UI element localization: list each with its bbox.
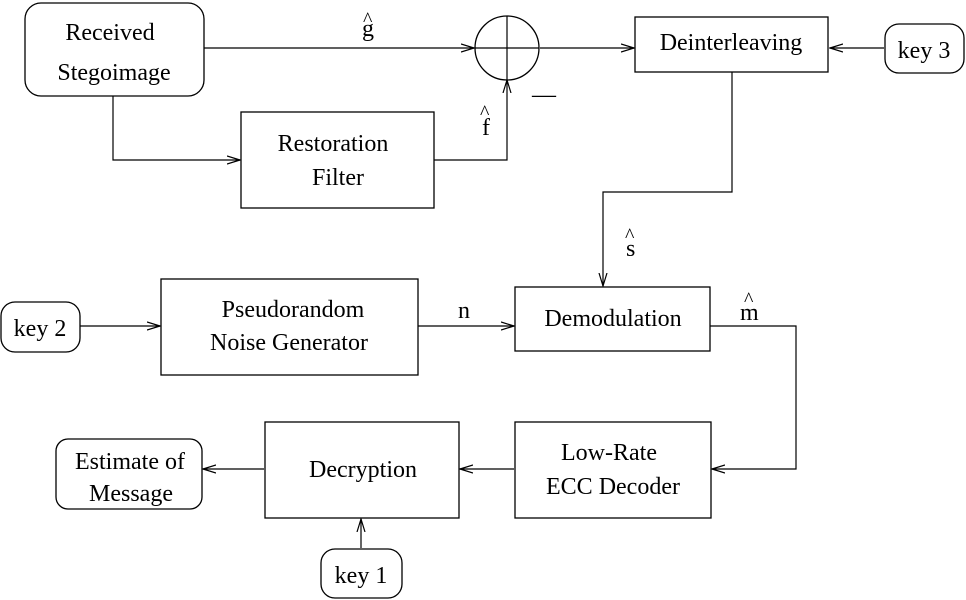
signal-m-hat: ^ m bbox=[740, 289, 759, 326]
signal-s-hat: ^ s bbox=[625, 225, 635, 262]
noise-generator-line2: Noise Generator bbox=[210, 330, 368, 356]
received-stegoimage-line2: Stegoimage bbox=[57, 60, 170, 86]
key3-block: key 3 bbox=[884, 23, 965, 74]
hat-mark: ^ bbox=[625, 225, 635, 247]
minus-sign: — bbox=[531, 82, 557, 108]
ecc-decoder-line2: ECC Decoder bbox=[546, 474, 680, 500]
demodulation-label: Demodulation bbox=[544, 306, 681, 332]
arrow-restoration-to-summer bbox=[434, 80, 507, 161]
deinterleaving-label: Deinterleaving bbox=[660, 30, 803, 56]
received-stegoimage-block: Received Stegoimage bbox=[24, 2, 205, 97]
decryption-block: Decryption bbox=[264, 421, 460, 519]
received-stegoimage-line1: Received bbox=[65, 20, 154, 46]
signal-f-hat: ^ f bbox=[480, 102, 490, 141]
deinterleaving-block: Deinterleaving bbox=[634, 16, 829, 73]
key1-label: key 1 bbox=[335, 563, 388, 589]
hat-mark: ^ bbox=[744, 289, 754, 311]
estimate-of-message-block: Estimate of Message bbox=[55, 438, 203, 510]
key1-block: key 1 bbox=[320, 548, 403, 599]
ecc-decoder-line1: Low-Rate bbox=[561, 440, 657, 466]
arrow-stegoimage-to-restoration bbox=[112, 96, 240, 160]
hat-mark: ^ bbox=[480, 102, 490, 124]
signal-m-label: m bbox=[740, 300, 759, 326]
arrow-deinterleaving-to-demodulation bbox=[603, 72, 733, 286]
low-rate-ecc-decoder-block: Low-Rate ECC Decoder bbox=[514, 421, 712, 519]
restoration-filter-line2: Filter bbox=[312, 165, 364, 191]
estimate-line2: Message bbox=[89, 481, 173, 507]
hat-mark: ^ bbox=[363, 9, 373, 31]
key2-label: key 2 bbox=[14, 316, 67, 342]
estimate-line1: Estimate of bbox=[75, 449, 185, 475]
signal-s-label: s bbox=[626, 236, 635, 262]
noise-generator-line1: Pseudorandom bbox=[222, 297, 365, 323]
arrow-demodulation-to-ecc-decoder bbox=[710, 325, 797, 469]
summing-junction bbox=[474, 15, 540, 81]
demodulation-block: Demodulation bbox=[514, 286, 711, 352]
decryption-label: Decryption bbox=[309, 457, 417, 483]
signal-g-hat: ^ g bbox=[362, 9, 374, 42]
pseudorandom-noise-generator-block: Pseudorandom Noise Generator bbox=[160, 278, 419, 376]
signal-f-label: f bbox=[482, 115, 490, 141]
signal-n-label: n bbox=[458, 298, 470, 324]
restoration-filter-block: Restoration Filter bbox=[240, 111, 435, 209]
signal-g-label: g bbox=[362, 16, 374, 42]
key3-label: key 3 bbox=[898, 38, 951, 64]
connections bbox=[80, 48, 884, 548]
key2-block: key 2 bbox=[0, 301, 81, 353]
restoration-filter-line1: Restoration bbox=[278, 131, 389, 157]
